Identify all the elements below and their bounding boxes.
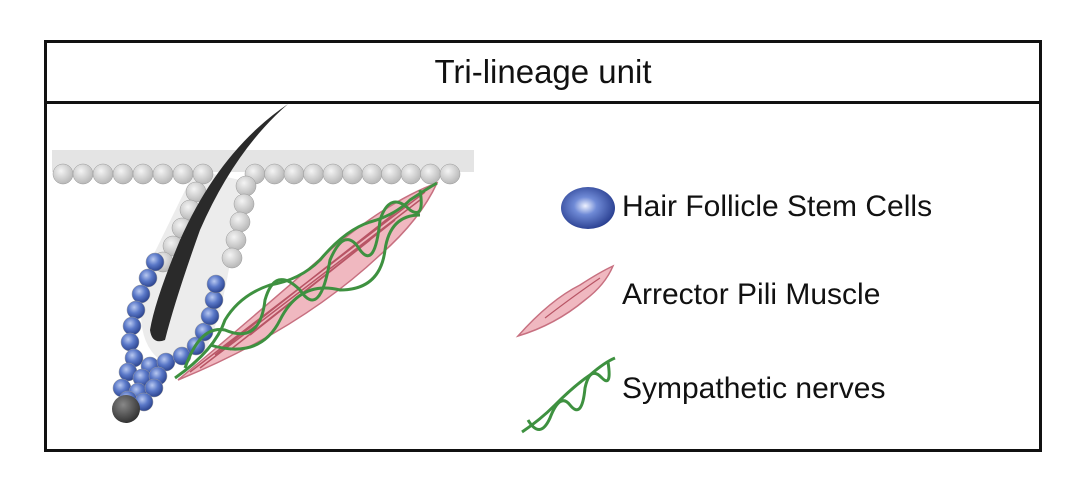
- epidermis-cell: [420, 163, 441, 185]
- stem-cell: [120, 332, 140, 352]
- muscle-icon: [515, 264, 615, 338]
- legend-label-stem-cells: Hair Follicle Stem Cells: [622, 190, 933, 223]
- epidermis-cell: [152, 163, 174, 185]
- epidermis-cell: [172, 163, 194, 185]
- stem-cell-icon: [561, 187, 615, 229]
- stem-cell: [138, 268, 158, 288]
- epidermis-cells: [52, 163, 461, 273]
- epidermis-cell: [72, 163, 94, 185]
- epidermis-cell: [92, 163, 114, 185]
- diagram-frame: Tri-lineage unit: [44, 40, 1042, 452]
- epidermis-cell: [342, 163, 363, 185]
- stem-cell: [200, 306, 220, 326]
- epidermis-cell: [283, 163, 305, 185]
- epidermis-cell: [132, 163, 154, 185]
- epidermis-cell: [381, 163, 402, 185]
- stem-cell: [144, 378, 164, 398]
- nerve-icon: [521, 356, 616, 434]
- epidermis-cell: [439, 163, 461, 185]
- epidermis-cell: [400, 163, 422, 185]
- stem-cell: [126, 300, 146, 320]
- epidermis-cell: [52, 163, 74, 185]
- stem-cell: [131, 284, 151, 304]
- legend-label-muscle: Arrector Pili Muscle: [622, 278, 881, 311]
- stem-cell: [206, 274, 226, 294]
- legend-label-nerves: Sympathetic nerves: [622, 372, 886, 405]
- epidermis-cell: [233, 193, 255, 215]
- dermal-papilla: [112, 395, 140, 423]
- epidermis-cell: [322, 163, 344, 185]
- stem-cell: [204, 290, 224, 310]
- stem-cell: [122, 316, 142, 336]
- epidermis-cell: [112, 163, 134, 185]
- epidermis-cell: [264, 163, 285, 185]
- diagram-title: Tri-lineage unit: [47, 43, 1039, 104]
- hair-shaft-icon: [150, 104, 288, 342]
- epidermis-cell: [303, 163, 324, 185]
- epidermis-cell: [192, 163, 214, 185]
- epidermis-cell: [221, 247, 243, 269]
- epidermis-cell: [229, 211, 251, 233]
- stem-cell: [145, 252, 165, 272]
- epidermis-cell: [225, 229, 247, 251]
- epidermis-cell: [235, 175, 257, 197]
- sympathetic-nerve: [174, 181, 438, 380]
- epidermis-cell: [361, 163, 383, 185]
